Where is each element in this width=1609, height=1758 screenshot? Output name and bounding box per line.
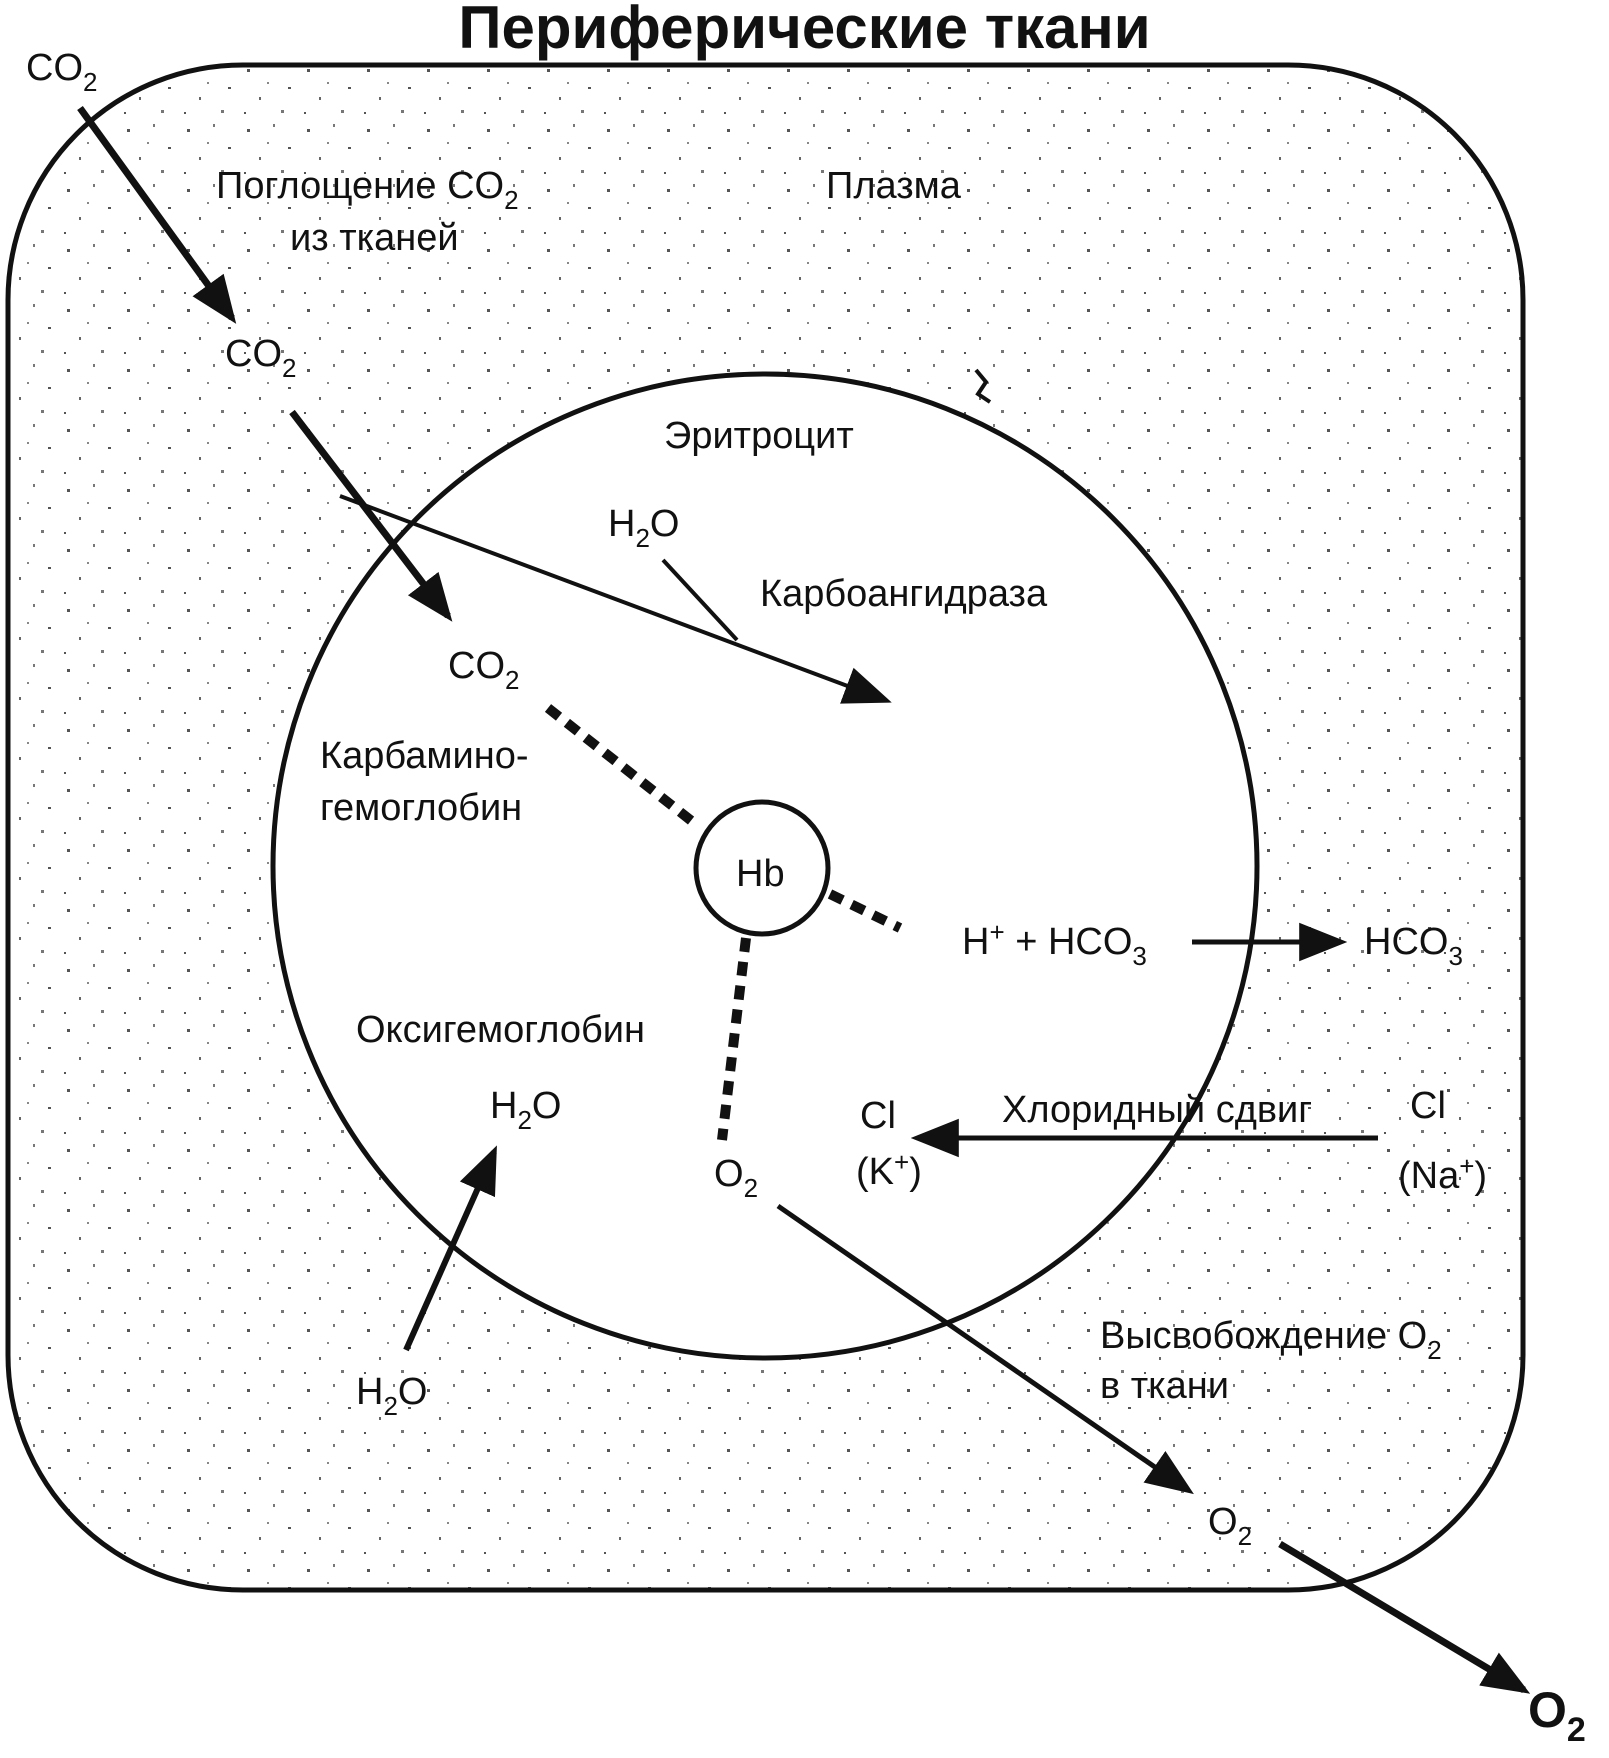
co2-uptake-arrow	[77, 105, 237, 324]
h2o-inner-label: H2O	[490, 1085, 562, 1135]
co2-entry-arrow	[289, 409, 453, 622]
h-plus-hco3-label: H+ + HCO3	[962, 917, 1147, 971]
carbonic-anhydrase-label: Карбоангидраза	[760, 573, 1048, 615]
o2-to-tissue-arrow	[1278, 1540, 1531, 1694]
hemoglobin-circle	[693, 799, 831, 937]
cl-inner-label: Cl	[860, 1095, 896, 1137]
h2o-join-line	[661, 558, 739, 642]
chloride-shift-label: Хлоридный сдвиг	[1002, 1089, 1313, 1131]
oxyhemoglobin-bond-line	[717, 937, 751, 1141]
o2-plasma-label: O2	[1208, 1501, 1253, 1551]
co2-inside-label: CO2	[448, 645, 520, 695]
o2-release-label-line2: в ткани	[1100, 1365, 1229, 1407]
oxyhemoglobin-label: Оксигемоглобин	[356, 1009, 645, 1051]
carbonic-anhydrase-arrow	[339, 494, 892, 704]
o2-final-label: O2	[1528, 1682, 1586, 1749]
plasma-mark	[974, 368, 992, 404]
uptake-label-line2: из тканей	[290, 217, 459, 259]
h2o-bottom-label: H2O	[356, 1371, 428, 1421]
o2-release-arrow	[776, 1203, 1194, 1495]
h-plus-bond-line	[827, 889, 903, 933]
k-plus-label: (K+)	[856, 1147, 922, 1193]
page-title: Периферические ткани	[458, 0, 1151, 61]
carbamino-bond-line	[544, 704, 702, 830]
co2-plasma-label: CO2	[225, 333, 297, 383]
erythrocyte-label: Эритроцит	[664, 415, 854, 457]
o2-inner-label: O2	[714, 1153, 759, 1203]
plasma-label: Плазма	[826, 165, 961, 207]
cl-outer-label: Cl	[1410, 1085, 1446, 1127]
o2-release-label-line1: Высвобождение O2	[1100, 1315, 1442, 1365]
h2o-entry-arrow	[403, 1145, 497, 1352]
hb-label: Hb	[736, 853, 785, 895]
co2-outside-label: CO2	[26, 47, 98, 97]
carbamino-label-line2: гемоглобин	[320, 787, 523, 829]
hco3-outside-label: HCO3	[1364, 921, 1463, 971]
h2o-top-label: H2O	[608, 503, 680, 553]
na-plus-label: (Na+)	[1398, 1151, 1488, 1197]
carbamino-label-line1: Карбамино-	[320, 735, 529, 777]
uptake-label-line1: Поглощение CO2	[216, 165, 519, 215]
